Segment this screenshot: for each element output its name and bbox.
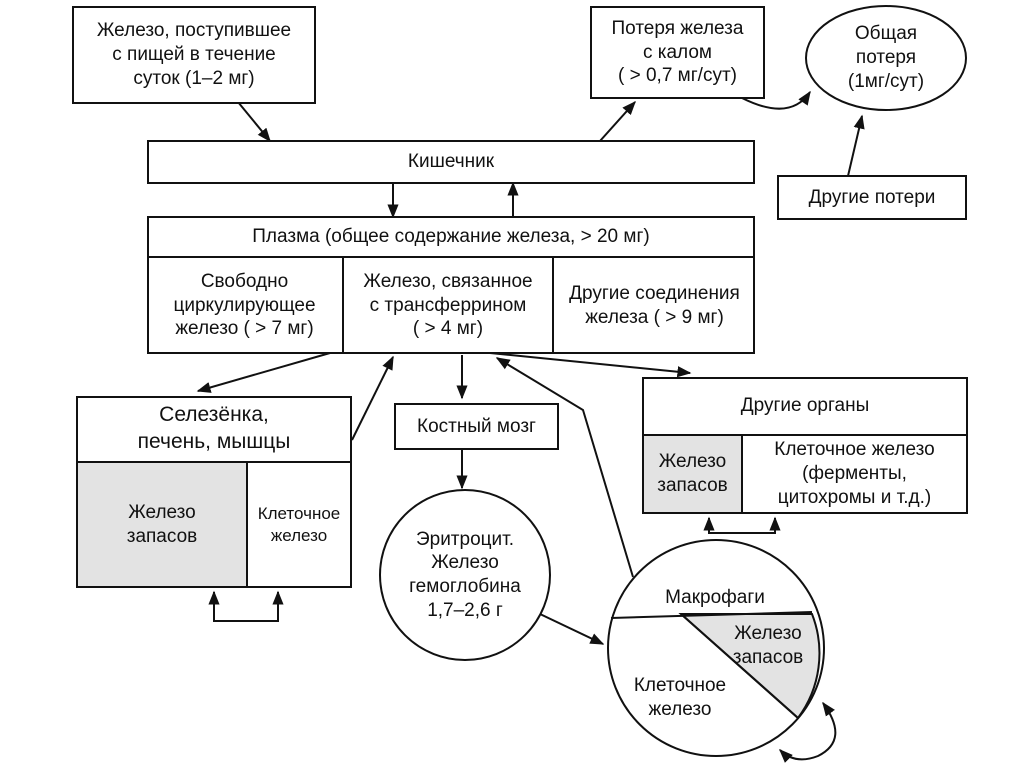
other-compounds-label: Другие соединения железа ( > 9 мг) — [569, 282, 740, 328]
arrow-erythrocyte-to-macrophage — [539, 613, 605, 645]
organs-cell-label: Клеточное железо (ферменты, цитохромы и … — [774, 439, 935, 508]
organs-store-label: Железо запасов — [657, 451, 728, 496]
spleen-store-label: Железо запасов — [126, 501, 198, 547]
plasma-box — [147, 216, 755, 354]
bone-marrow-label: Костный мозг — [417, 415, 536, 437]
arrow-other-losses-to-total — [847, 114, 865, 177]
arrow-plasma-to-spleen — [196, 352, 331, 393]
total-loss-label: Общая потеря (1мг/сут) — [847, 23, 925, 92]
other-losses-box — [777, 175, 967, 220]
erythrocyte-label: Эритроцит. Железо гемоглобина 1,7–2,6 г — [409, 528, 521, 621]
macrophage-circle — [607, 539, 825, 757]
erythrocyte-circle — [379, 489, 551, 661]
macrophage-divider-2 — [680, 613, 799, 719]
transferrin-iron-label: Железо, связанное с трансферрином ( > 4 … — [363, 270, 533, 340]
organs-cell-iron-cell — [741, 434, 968, 514]
fecal-loss-box — [590, 6, 765, 99]
fecal-loss-label: Потеря железа с калом ( > 0,7 мг/сут) — [611, 17, 744, 87]
plasma-header-divider — [147, 256, 755, 258]
macrophages-label: Макрофаги — [665, 587, 765, 609]
arrow-intestine-to-fecal-loss — [599, 100, 636, 142]
plasma-divider-2 — [552, 257, 554, 354]
organs-store-cell — [642, 434, 743, 514]
bone-marrow-box — [394, 403, 559, 450]
free-iron-label: Свободно циркулирующее железо ( > 7 мг) — [173, 270, 316, 340]
arrow-plasma-to-organs — [489, 352, 692, 378]
other-losses-label: Другие потери — [808, 186, 936, 208]
spleen-title-label: Селезёнка, печень, мышцы — [137, 403, 291, 453]
macro-cell-label: Клеточное железо — [633, 675, 727, 720]
spleen-cell-iron-cell — [246, 461, 352, 588]
macrophage-divider-1 — [610, 611, 813, 619]
total-loss-ellipse — [805, 5, 967, 111]
iron-intake-label: Железо, поступившее с пищей в течение су… — [96, 20, 292, 89]
arrow-spleen-to-plasma — [351, 355, 394, 441]
iron-intake-box — [72, 6, 316, 104]
spleen-cell-label: Клеточное железо — [257, 504, 341, 545]
intestine-label: Кишечник — [407, 151, 495, 173]
intestine-box — [147, 140, 755, 184]
plasma-divider-1 — [342, 257, 344, 354]
arrow-macrophage-to-plasma — [495, 357, 634, 578]
arrow-organs-exchange — [703, 516, 781, 534]
spleen-store-cell — [76, 461, 248, 588]
plasma-label: Плазма (общее содержание железа, > 20 мг… — [252, 226, 650, 248]
other-organs-label: Другие органы — [740, 394, 870, 416]
arrow-spleen-exchange — [208, 590, 284, 622]
arrow-macrophage-recycle — [779, 701, 837, 763]
arrow-intake-to-intestine — [237, 101, 271, 143]
arrow-fecal-to-total-loss — [741, 90, 811, 110]
macro-store-label: Железо запасов — [732, 623, 804, 668]
